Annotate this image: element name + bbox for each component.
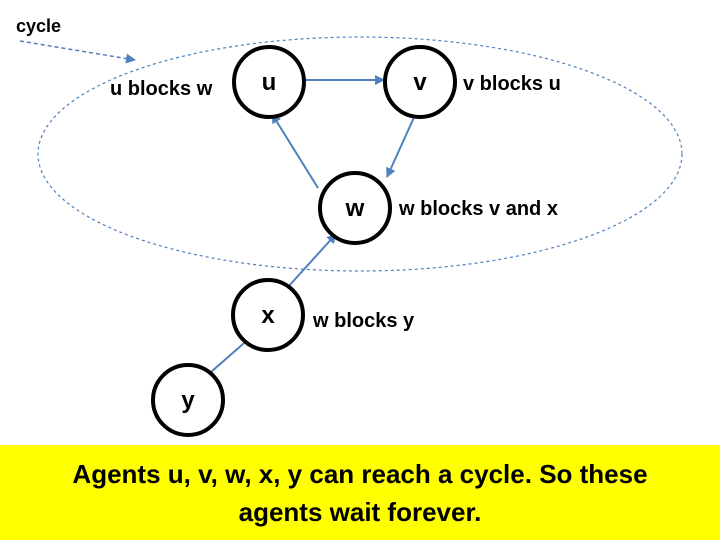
annotation-u: u blocks w (110, 78, 213, 100)
cycle-label: cycle (16, 16, 61, 36)
conclusion-line-1: Agents u, v, w, x, y can reach a cycle. … (72, 459, 648, 489)
node-x-label: x (261, 302, 275, 329)
edge-v-to-w (386, 112, 417, 178)
node-w-label: w (345, 195, 365, 222)
node-v-label: v (413, 69, 427, 96)
annotation-x: w blocks y (312, 310, 415, 332)
cycle-pointer-arrow (19, 40, 136, 64)
conclusion-line-2: agents wait forever. (238, 497, 482, 527)
conclusion-banner: Agents u, v, w, x, y can reach a cycle. … (0, 445, 720, 540)
node-y: y (151, 363, 225, 437)
node-w: w (318, 171, 392, 245)
edge-w-to-u (271, 113, 319, 189)
node-y-label: y (181, 387, 195, 414)
edge-x-to-w (287, 233, 337, 288)
annotation-w: w blocks v and x (398, 198, 558, 220)
node-u: u (232, 45, 306, 119)
node-u-label: u (262, 69, 277, 96)
annotation-v: v blocks u (463, 73, 561, 95)
node-x: x (231, 278, 305, 352)
cycle-boundary (37, 36, 683, 272)
node-v: v (383, 45, 457, 119)
